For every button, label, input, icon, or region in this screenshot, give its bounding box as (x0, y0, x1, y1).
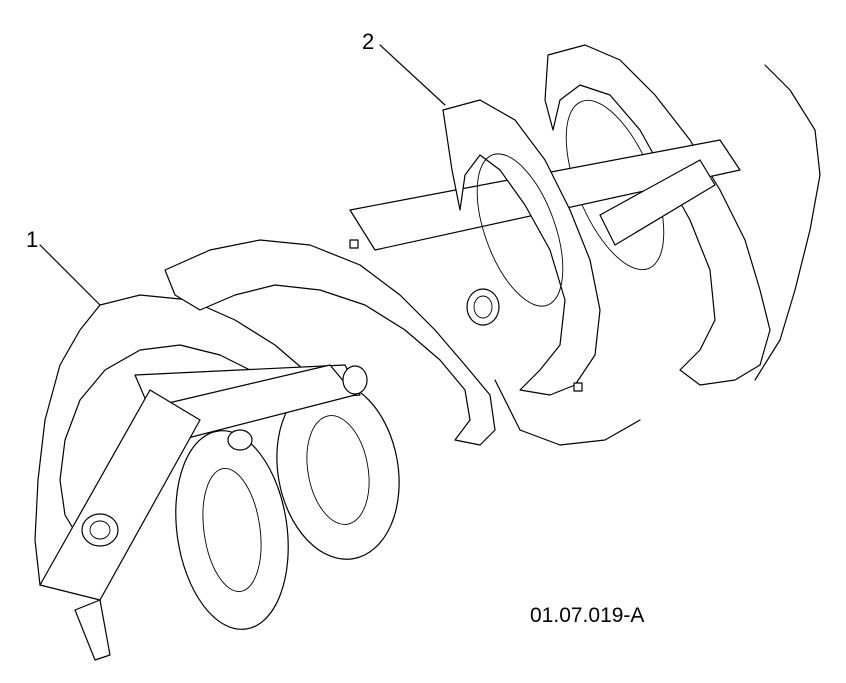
callout-1: 1 (26, 227, 101, 306)
drawing-reference: 01.07.019-A (530, 604, 644, 627)
auger-left (34, 239, 496, 661)
callout-2-leader (379, 44, 446, 106)
callout-1-leader (39, 244, 101, 306)
callout-2-label: 2 (362, 29, 374, 54)
callout-1-label: 1 (26, 227, 38, 252)
callout-2: 2 (362, 29, 446, 106)
auger-right (349, 44, 821, 446)
